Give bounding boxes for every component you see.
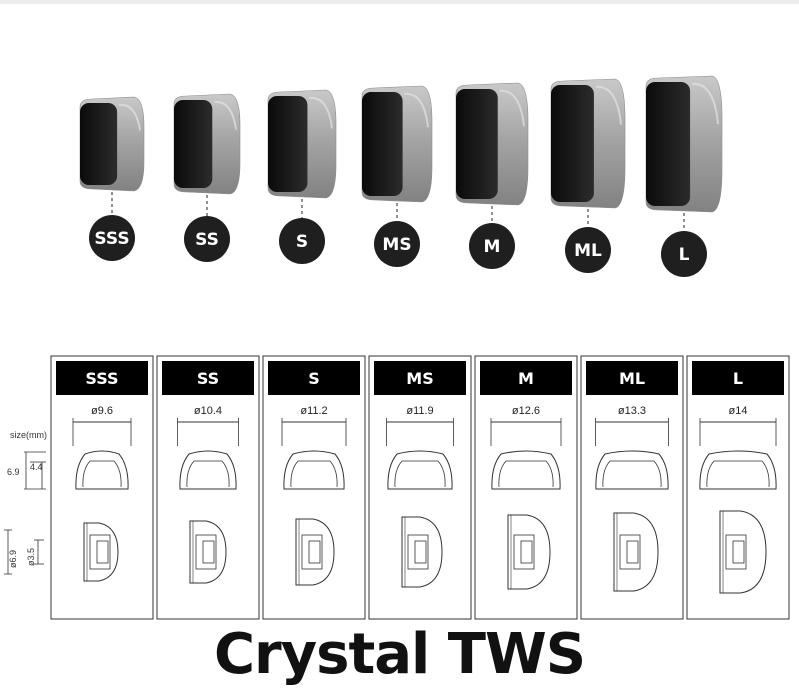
panel-border (262, 355, 366, 620)
outer-diameter-label: ø6.9 (8, 550, 18, 568)
front-view-outline (75, 450, 129, 490)
front-view-outline (699, 450, 777, 490)
panel-header (480, 361, 572, 395)
size-panel-ms: MS ø11.9 (368, 355, 472, 620)
panel-border (368, 355, 472, 620)
panel-border (156, 355, 260, 620)
size-badge-label: L (679, 245, 690, 265)
front-view-outline (387, 450, 453, 490)
size-badge-label: MS (382, 235, 411, 255)
panel-header (56, 361, 148, 395)
panel-header-label: SSS (85, 369, 118, 388)
diameter-label: ø10.4 (194, 405, 222, 417)
panel-border (474, 355, 578, 620)
eartip-photo-s: S (267, 89, 337, 264)
product-title: Crystal TWS (213, 622, 586, 687)
panel-header-label: M (518, 369, 534, 388)
size-panel-ml: ML ø13.3 (580, 355, 684, 620)
diameter-label: ø11.9 (406, 405, 433, 417)
diameter-label: ø9.6 (91, 405, 113, 417)
top-band (0, 0, 799, 4)
size-badge (374, 221, 420, 267)
panel-header (162, 361, 254, 395)
size-panel-ss: SS ø10.4 (156, 355, 260, 620)
size-badge (89, 215, 135, 261)
eartip-photo-m: M (455, 82, 529, 269)
panel-header-label: ML (619, 369, 645, 388)
stem-height-label: 4.4 (30, 462, 43, 472)
diameter-label: ø11.2 (300, 405, 327, 417)
size-badge (661, 231, 707, 277)
size-badge-label: S (296, 232, 308, 252)
size-badge (184, 216, 230, 262)
eartip-photo-l: L (645, 75, 723, 277)
panel-header-label: L (733, 369, 743, 388)
front-view-outline (179, 450, 237, 490)
panel-header-label: S (308, 369, 320, 388)
size-badge-label: ML (574, 241, 602, 261)
eartip-photo-ml: ML (550, 78, 626, 273)
panel-header (586, 361, 678, 395)
front-view-outline (595, 450, 669, 490)
eartip-photo-sss: SSS (79, 96, 145, 261)
size-badge (565, 227, 611, 273)
panel-header (692, 361, 784, 395)
total-height-label: 6.9 (7, 467, 20, 477)
size-badge (279, 218, 325, 264)
panel-header (268, 361, 360, 395)
side-view-outline (295, 518, 335, 586)
panel-header (374, 361, 466, 395)
eartip-photo-ms: MS (361, 85, 433, 267)
panel-border (50, 355, 154, 620)
size-panel-sss: SSS ø9.6 (50, 355, 154, 620)
side-view-outline (189, 520, 227, 584)
inner-diameter-label: ø3.5 (26, 548, 36, 566)
side-view-outline (719, 510, 767, 594)
front-view-outline (283, 450, 345, 490)
size-badge-label: M (484, 237, 501, 257)
panel-header-label: SS (197, 369, 219, 388)
diameter-label: ø13.3 (618, 405, 646, 417)
panel-border (686, 355, 790, 620)
eartip-photo-ss: SS (173, 93, 241, 262)
diameter-label: ø12.6 (512, 405, 540, 417)
size-badge-label: SSS (94, 229, 129, 249)
front-view-outline (491, 450, 561, 490)
panel-header-label: MS (406, 369, 433, 388)
panel-border (580, 355, 684, 620)
side-view-outline (401, 516, 443, 588)
unit-label: size(mm) (10, 430, 47, 440)
size-badge (469, 223, 515, 269)
size-badge-label: SS (195, 230, 219, 250)
side-view-outline (507, 514, 551, 590)
side-view-outline (83, 522, 119, 582)
diameter-label: ø14 (729, 405, 748, 417)
side-view-outline (613, 512, 659, 592)
